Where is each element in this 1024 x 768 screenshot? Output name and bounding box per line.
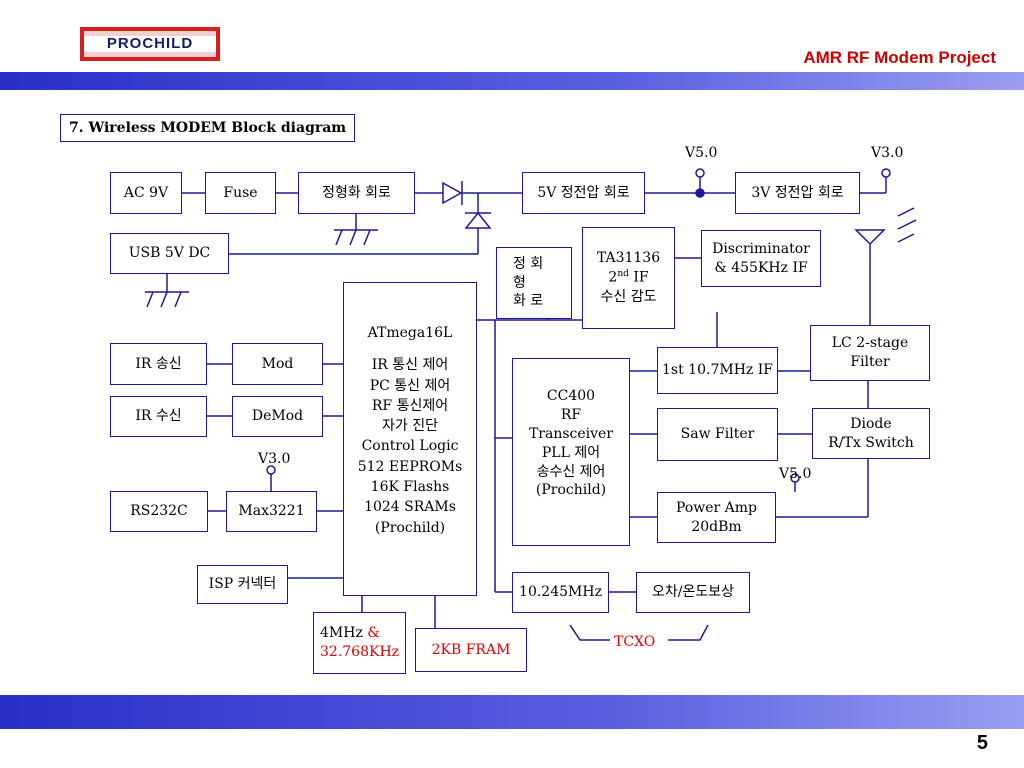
saw-filter-label: Saw Filter <box>680 426 755 443</box>
lc-filter-line-2: Filter <box>850 354 890 370</box>
logo-text: PROCHILD <box>106 35 194 52</box>
ta31136-if-line: 2nd IF <box>608 269 649 286</box>
demod-block: DeMod <box>232 396 323 437</box>
ir-tx-block: IR 송신 <box>110 343 207 385</box>
atmega16l-block: ATmega16L IR 통신 제어 PC 통신 제어 RF 통신제어 자가 진… <box>343 282 477 596</box>
mcu-prochild: (Prochild) <box>374 519 446 536</box>
usb-5v-block: USB 5V DC <box>110 233 229 274</box>
fuse-block: Fuse <box>205 172 276 214</box>
ir-tx-label: IR 송신 <box>135 355 182 372</box>
fram-block: 2KB FRAM <box>415 628 527 672</box>
discriminator-block: Discriminator & 455KHz IF <box>701 230 821 287</box>
regulator-3v-label: 3V 정전압 회로 <box>751 184 844 201</box>
usb-5v-label: USB 5V DC <box>128 245 211 262</box>
diode-line-2: R/Tx Switch <box>828 434 914 451</box>
prochild-logo <box>80 27 220 61</box>
mcu-ir-control: IR 통신 제어 <box>371 357 449 374</box>
mod-label: Mod <box>261 355 294 372</box>
mod-block: Mod <box>232 343 323 385</box>
ta31136-sensitivity: 수신 감도 <box>600 288 657 305</box>
isp-connector-label: ISP 커넥터 <box>208 576 277 593</box>
discriminator-line-1: Discriminator <box>712 240 810 257</box>
ac-9v-label: AC 9V <box>123 184 169 201</box>
section-heading: 7. Wireless MODEM Block diagram <box>60 114 355 142</box>
v30-top-label: V3.0 <box>871 145 904 161</box>
cc400-rf: RF <box>560 406 582 423</box>
max3221-label: Max3221 <box>238 503 305 520</box>
crystal-line-2: 32.768KHz <box>320 644 400 660</box>
v30-max-label: V3.0 <box>258 451 291 467</box>
lc-filter-line-1: LC 2-stage <box>831 335 909 352</box>
rs232c-label: RS232C <box>130 503 188 520</box>
crystal-line-1: 4MHz & <box>320 625 380 642</box>
temp-comp-label: 오차/온도보상 <box>652 584 734 601</box>
power-amp-block: Power Amp 20dBm <box>657 492 776 543</box>
regulator-5v-label: 5V 정전압 회로 <box>537 184 630 201</box>
cc400-title: CC400 <box>546 388 596 404</box>
if-1st-block: 1st 10.7MHz IF <box>657 347 778 394</box>
mcu-flash: 16K Flashs <box>370 479 450 496</box>
mcu-sram: 1024 SRAMs <box>364 499 456 516</box>
slide-title: AMR RF Modem Project <box>803 48 996 67</box>
shaping-line-3: 화 로 <box>513 293 544 310</box>
cc400-pll: PLL 제어 <box>541 444 601 461</box>
power-amp-line-1: Power Amp <box>675 499 758 516</box>
ir-rx-label: IR 수신 <box>135 408 182 425</box>
rectifier-block: 정형화 회로 <box>298 172 415 214</box>
cc400-txrx: 송수신 제어 <box>536 463 606 480</box>
regulator-3v-block: 3V 정전압 회로 <box>735 172 860 214</box>
power-amp-line-2: 20dBm <box>691 518 742 535</box>
mcu-control-logic: Control Logic <box>361 438 459 455</box>
cc400-block: CC400 RF Transceiver PLL 제어 송수신 제어 (Proc… <box>512 358 630 546</box>
page-number: 5 <box>976 732 988 754</box>
discriminator-line-2: & 455KHz IF <box>714 259 808 276</box>
v50-pa-label: V5.0 <box>779 466 812 482</box>
if-1st-label: 1st 10.7MHz IF <box>662 362 773 379</box>
xtal-10245-label: 10.245MHz <box>519 584 602 601</box>
mcu-eeprom: 512 EEPROMs <box>357 458 463 475</box>
cc400-transceiver: Transceiver <box>528 425 614 442</box>
temp-comp-block: 오차/온도보상 <box>636 572 750 613</box>
mcu-title: ATmega16L <box>367 325 453 341</box>
max3221-block: Max3221 <box>226 491 317 532</box>
isp-connector-block: ISP 커넥터 <box>197 565 288 604</box>
mcu-pc-control: PC 통신 제어 <box>369 377 451 394</box>
rs232c-block: RS232C <box>110 491 208 532</box>
xtal-10245-block: 10.245MHz <box>512 572 609 613</box>
rectifier-label: 정형화 회로 <box>322 184 391 201</box>
fuse-label: Fuse <box>223 184 258 201</box>
v50-top-label: V5.0 <box>685 145 718 161</box>
cc400-prochild: (Prochild) <box>535 482 607 499</box>
top-band <box>0 72 1024 90</box>
mcu-rf-control: RF 통신제어 <box>371 397 449 414</box>
bottom-band <box>0 695 1024 729</box>
ta31136-title: TA31136 <box>596 250 661 267</box>
saw-filter-block: Saw Filter <box>657 408 778 461</box>
shaping-circuit-block: 정 회 형 화 로 <box>496 247 572 319</box>
ir-rx-block: IR 수신 <box>110 396 207 437</box>
shaping-line-2: 형 <box>513 274 526 291</box>
demod-label: DeMod <box>251 408 304 425</box>
mcu-self-diagnosis: 자가 진단 <box>382 418 438 435</box>
shaping-line-1: 정 회 <box>513 255 544 272</box>
regulator-5v-block: 5V 정전압 회로 <box>522 172 645 214</box>
diode-switch-block: Diode R/Tx Switch <box>812 408 930 459</box>
tcxo-label: TCXO <box>614 634 656 650</box>
fram-label: 2KB FRAM <box>431 641 511 658</box>
lc-filter-block: LC 2-stage Filter <box>810 325 930 381</box>
diode-line-1: Diode <box>850 415 892 432</box>
ta31136-block: TA31136 2nd IF 수신 감도 <box>582 227 675 329</box>
ac-9v-block: AC 9V <box>110 172 182 214</box>
crystal-block: 4MHz & 32.768KHz <box>313 612 406 674</box>
